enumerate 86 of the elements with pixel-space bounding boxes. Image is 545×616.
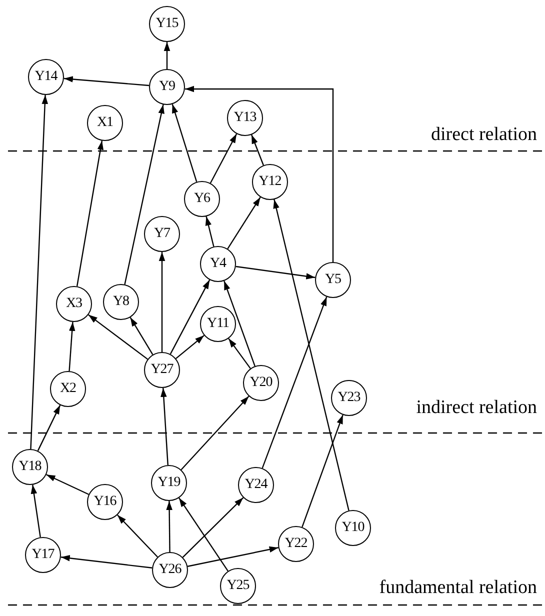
variable-circle (238, 467, 274, 503)
arrow (251, 134, 264, 166)
arrow (227, 196, 261, 250)
arrow (170, 280, 210, 354)
arrow (160, 388, 168, 466)
arrow (176, 334, 204, 360)
variable-circle (200, 306, 236, 342)
node-label: Y23 (338, 390, 360, 406)
node-label: Y16 (94, 494, 116, 510)
node-label: Y14 (34, 69, 58, 85)
arrow (166, 501, 172, 552)
arrow (185, 86, 334, 262)
arrow (68, 322, 76, 372)
node-label: Y12 (258, 174, 282, 190)
node-label: Y4 (210, 256, 226, 272)
arrow (178, 498, 228, 572)
arrow (228, 338, 251, 369)
arrow (37, 404, 61, 452)
node-label: Y18 (18, 459, 42, 475)
arrow (262, 296, 328, 468)
variable-circle (12, 449, 48, 485)
arrow (64, 76, 150, 86)
variable-circle (144, 216, 180, 252)
arrow (273, 199, 350, 511)
arrow (180, 396, 250, 470)
variable-circle (315, 262, 351, 298)
arrow (164, 42, 170, 69)
arrow (88, 314, 148, 360)
node-label: Y25 (226, 578, 250, 594)
variable-circle (144, 352, 180, 388)
variable-circle (252, 164, 288, 200)
node-label: Y11 (206, 316, 230, 332)
node-label: Y15 (156, 16, 178, 32)
arrow (205, 216, 214, 247)
node-label: X3 (66, 296, 82, 312)
variable-circle (227, 100, 263, 136)
node-label: Y19 (158, 475, 180, 491)
node-label: Y20 (250, 375, 272, 391)
variable-circle (28, 59, 64, 95)
node-label: Y5 (324, 272, 342, 288)
variable-circle (25, 537, 61, 573)
arrow (210, 134, 238, 184)
node-label: Y9 (158, 79, 176, 95)
variable-circle (220, 568, 256, 604)
variable-circle (103, 284, 139, 320)
node-label: Y6 (194, 191, 210, 207)
variable-circle (151, 465, 187, 501)
arrow (224, 280, 256, 366)
node-label: Y8 (112, 294, 130, 310)
arrow (302, 414, 344, 528)
variable-circle (184, 181, 220, 217)
variable-circle (335, 510, 371, 546)
arrow (124, 104, 164, 285)
variable-circle (152, 552, 188, 588)
arrow (182, 497, 244, 558)
arrow (60, 555, 152, 568)
node-label: Y13 (234, 110, 256, 126)
variable-circle (87, 484, 123, 520)
variable-circle (149, 6, 185, 42)
node-label: Y10 (342, 520, 364, 536)
variable-circle (149, 69, 185, 105)
arrow (188, 546, 278, 567)
node-label: X2 (60, 381, 76, 397)
arrow (76, 140, 104, 286)
variable-circle (50, 371, 86, 407)
node-label: X1 (96, 115, 114, 131)
arrow (130, 317, 154, 355)
arrow (158, 252, 166, 352)
node-label: Y27 (150, 362, 174, 378)
arrow (46, 474, 89, 495)
node-label: Y17 (32, 547, 54, 563)
node-label: Y26 (158, 562, 182, 578)
variable-circle (243, 365, 279, 401)
node-label: Y24 (244, 477, 268, 493)
arrow (172, 104, 198, 182)
arrow (236, 266, 316, 280)
variable-circle (200, 246, 236, 282)
variable-circle (331, 380, 367, 416)
arrow (30, 484, 41, 538)
node-label: Y7 (154, 226, 170, 242)
variable-circle (56, 286, 92, 322)
arrow (30, 94, 48, 450)
variable-circle (278, 526, 314, 562)
variable-circle (87, 105, 123, 141)
arrow (117, 514, 158, 558)
node-label: Y22 (284, 536, 308, 552)
